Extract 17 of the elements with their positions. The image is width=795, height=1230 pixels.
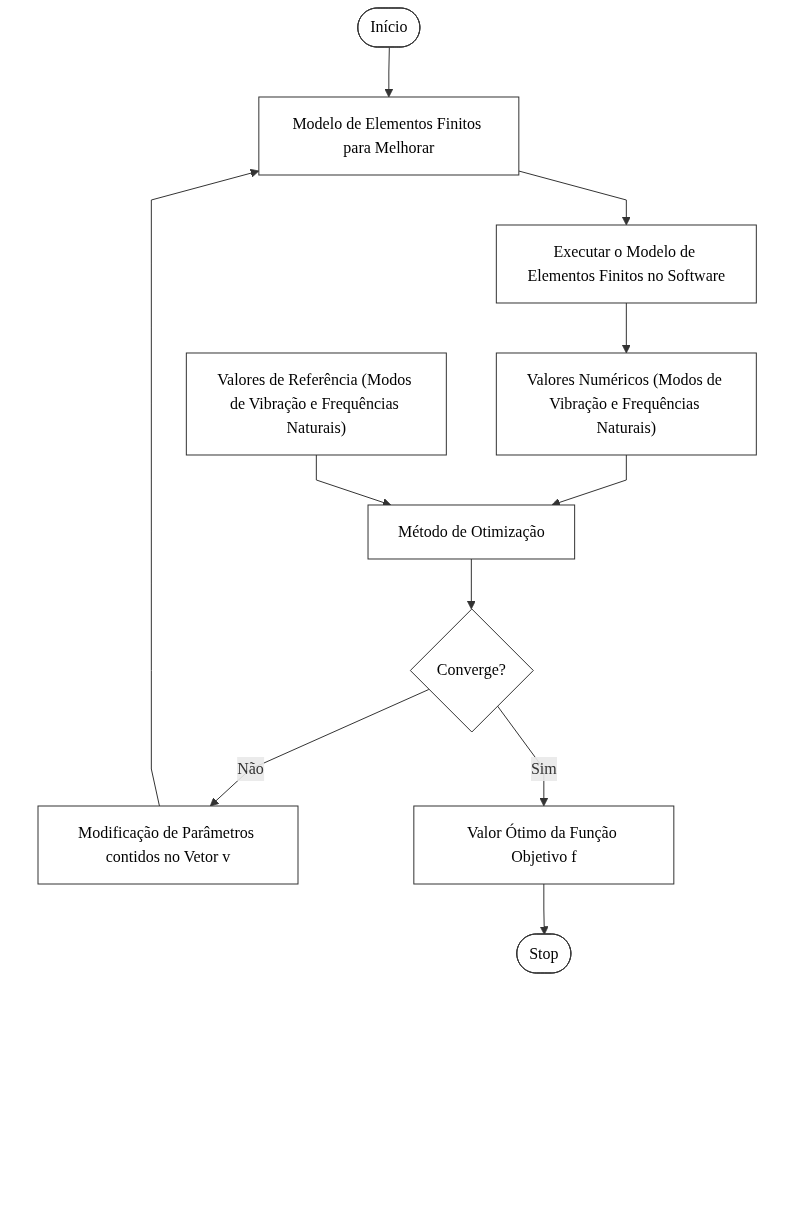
edge-label: Não	[237, 760, 265, 777]
node-box: Valores Numéricos (Modos de Vibração e Frequências Naturais)	[496, 352, 758, 456]
arrow	[467, 558, 477, 610]
arrow	[518, 170, 632, 226]
arrow	[210, 688, 430, 807]
edge-label: Sim	[531, 760, 558, 777]
node-box: Valores de Referência (Modos de Vibração e Frequências Naturais)	[186, 352, 448, 456]
arrow	[151, 168, 260, 807]
node-box: Executar o Modelo de Elementos Finitos no Software	[496, 224, 758, 304]
arrow	[622, 302, 632, 354]
arrow	[384, 47, 394, 98]
node-box: Método de Otimização	[367, 504, 576, 560]
node-box: Modelo de Elementos Finitos para Melhorar	[258, 96, 520, 176]
node-box: Modificação de Parâmetros contidos no Vetor v	[37, 805, 299, 885]
arrow	[540, 883, 549, 935]
node-diamond: Converge?	[410, 608, 535, 733]
node-box: Valor Ótimo da Função Objetivo f	[413, 805, 675, 885]
